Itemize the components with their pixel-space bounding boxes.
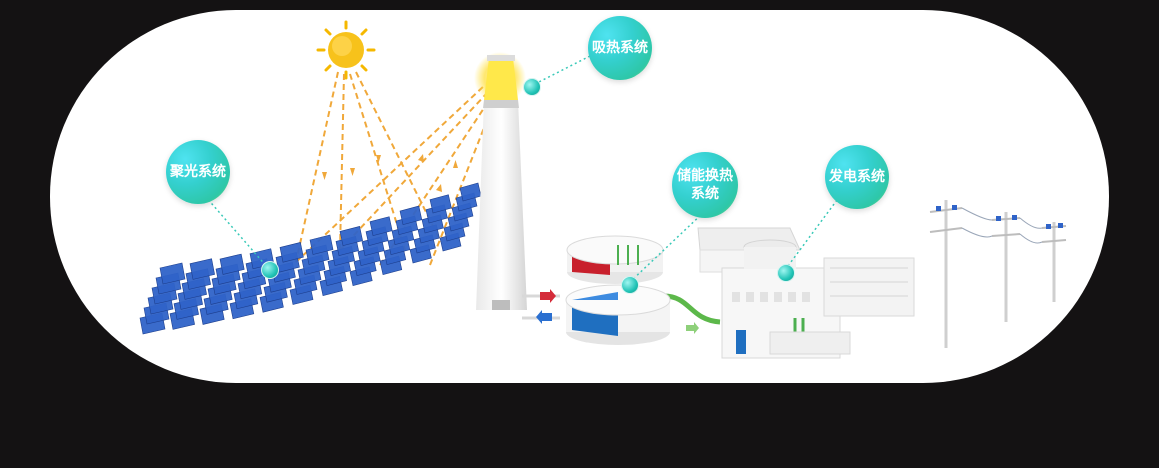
heliostat-field xyxy=(139,182,482,335)
absorber-system-label: 吸热系统 xyxy=(588,16,652,80)
heliostat-panel xyxy=(159,262,186,285)
absorber-system-text: 吸热系统 xyxy=(592,40,648,56)
generator-system-label: 发电系统 xyxy=(825,145,889,209)
heliostat-panel xyxy=(219,253,245,275)
heliostat-panel xyxy=(309,234,334,255)
generator-anchor-dot xyxy=(777,264,795,282)
heliostat-panel xyxy=(429,194,452,214)
storage-exchange-system-text-line1: 储能换热 xyxy=(677,168,733,184)
heliostat-panel xyxy=(279,242,304,263)
storage-exchange-system-text-line2: 系统 xyxy=(691,186,719,202)
storage-exchange-system-label: 储能换热 系统 xyxy=(672,152,738,218)
sun-icon xyxy=(316,20,376,80)
storage-tank-icon xyxy=(565,235,671,345)
power-plant-icon xyxy=(697,227,915,359)
heliostat-panel xyxy=(399,205,423,226)
concentrator-system-text: 聚光系统 xyxy=(170,164,226,180)
receiver-tower-icon xyxy=(474,52,527,310)
heliostat-panel xyxy=(339,226,363,246)
heliostat-panel xyxy=(369,216,393,236)
concentrator-anchor-dot xyxy=(261,261,279,279)
transmission-pylon-icon xyxy=(929,200,1067,348)
heat-transfer-pipes xyxy=(522,289,721,334)
concentrator-system-label: 聚光系统 xyxy=(166,140,230,204)
absorber-anchor-dot xyxy=(523,78,541,96)
storage-anchor-dot xyxy=(621,276,639,294)
generator-system-text: 发电系统 xyxy=(829,169,885,185)
label-leaders xyxy=(204,55,841,283)
heliostat-panel xyxy=(189,258,215,280)
ray-arrows xyxy=(322,154,458,192)
